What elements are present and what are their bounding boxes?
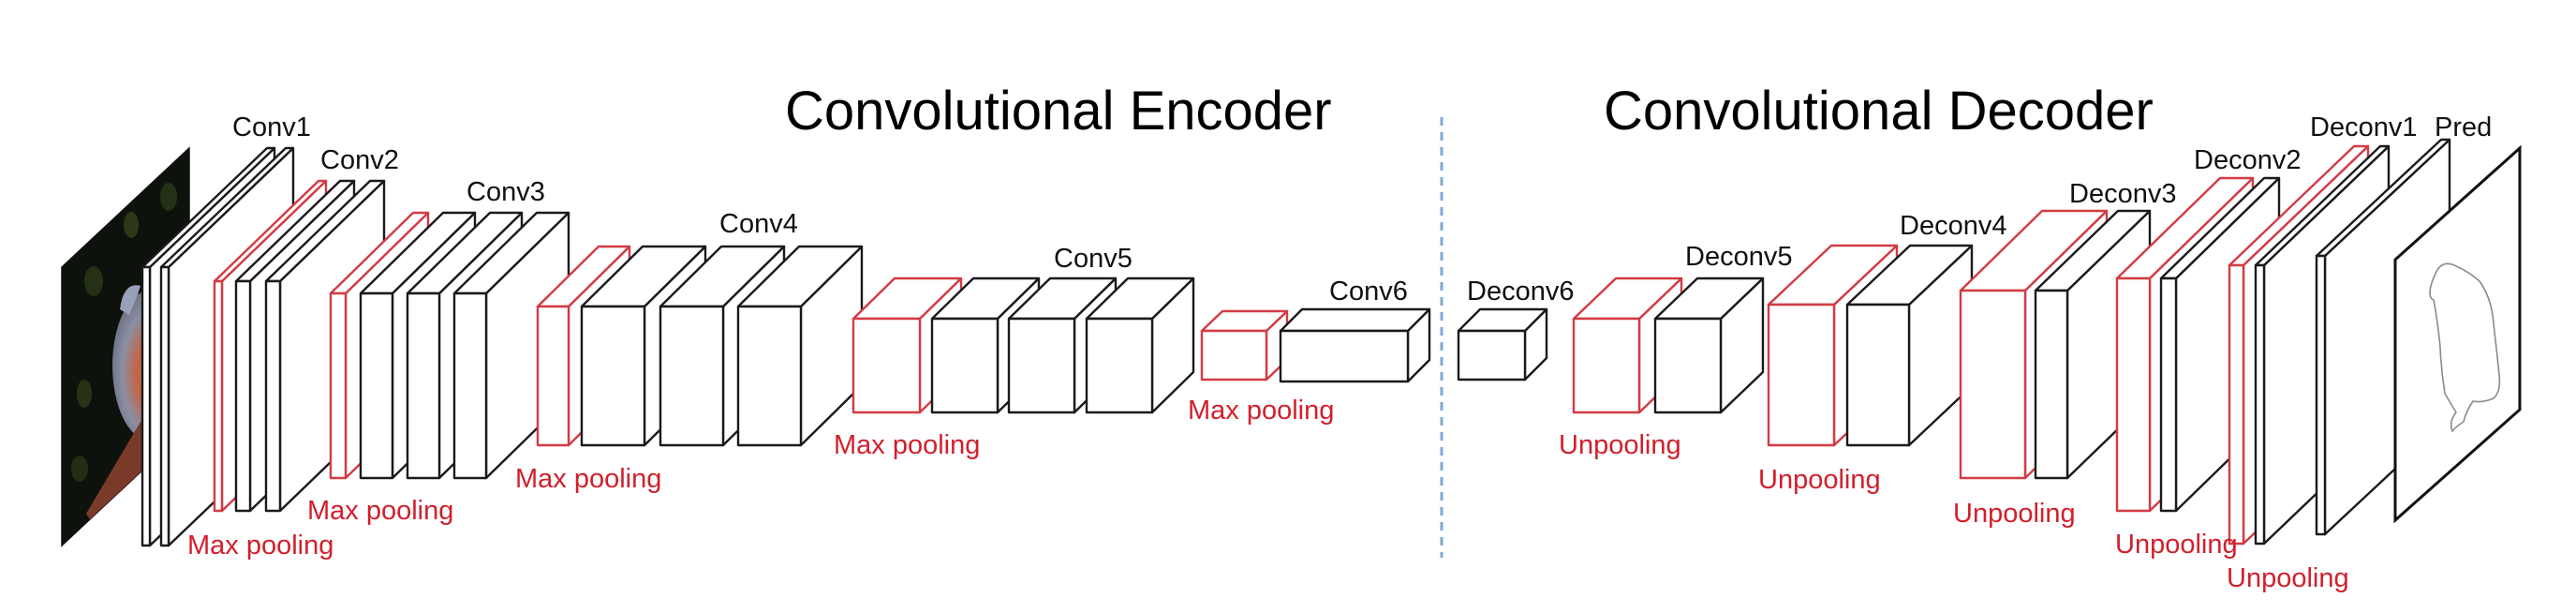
prediction-output <box>2393 144 2522 524</box>
bird-contour <box>2429 262 2501 433</box>
conv-label: Conv6 <box>1329 277 1408 306</box>
unpooling-label: Unpooling <box>1953 499 2076 529</box>
top-face <box>1279 307 1431 333</box>
front-face <box>2254 263 2266 546</box>
conv-label: Conv1 <box>232 112 311 142</box>
front-face <box>141 265 152 547</box>
conv4-layer <box>736 245 864 447</box>
deconv-label: Deconv2 <box>2194 145 2301 175</box>
deconv-label: Deconv3 <box>2069 179 2176 209</box>
front-face <box>536 305 570 447</box>
front-face <box>2228 263 2245 546</box>
unpooling-label: Unpooling <box>2115 530 2238 560</box>
max-pooling-label: Max pooling <box>1188 396 1334 426</box>
conv-label: Conv5 <box>1054 244 1133 274</box>
deconv5-layer <box>1653 277 1765 414</box>
max-pooling-label: Max pooling <box>834 430 980 460</box>
deconv4-layer <box>1845 244 1974 447</box>
unpooling-label: Unpooling <box>1758 465 1881 495</box>
front-face <box>213 279 224 513</box>
front-face <box>159 265 170 547</box>
front-face <box>851 317 922 414</box>
front-face <box>2115 277 2152 513</box>
front-face <box>1279 329 1410 383</box>
front-face <box>736 305 803 447</box>
conv5-layer <box>1085 277 1195 414</box>
front-face <box>1200 329 1268 381</box>
encoder-title: Convolutional Encoder <box>785 81 1332 142</box>
front-face <box>359 292 394 480</box>
front-face <box>1457 329 1527 381</box>
deconv6-layer <box>1457 307 1548 381</box>
front-face <box>1572 317 1641 414</box>
pred-label: Pred <box>2435 112 2492 142</box>
front-face <box>1845 303 1911 447</box>
conv-label: Conv4 <box>719 209 798 239</box>
front-face <box>580 305 646 447</box>
unpooling-label: Unpooling <box>2227 563 2349 593</box>
deconv-label: Deconv6 <box>1467 277 1574 306</box>
front-face <box>659 305 725 447</box>
decoder-title: Convolutional Decoder <box>1604 81 2154 142</box>
front-face <box>452 292 488 480</box>
front-face <box>329 292 348 480</box>
front-face <box>1959 289 2027 480</box>
front-face <box>2034 289 2069 480</box>
front-face <box>264 279 282 513</box>
unpooling-label: Unpooling <box>1559 430 1681 460</box>
front-face <box>1767 303 1836 447</box>
front-face <box>406 292 441 480</box>
conv6-layer <box>1279 307 1431 383</box>
max-pooling-label: Max pooling <box>307 496 453 526</box>
max-pooling-label: Max pooling <box>515 464 661 494</box>
front-face <box>930 317 999 414</box>
front-face <box>1085 317 1154 414</box>
deconv-label: Deconv4 <box>1900 211 2006 241</box>
front-face <box>1007 317 1076 414</box>
front-face <box>1653 317 1723 414</box>
deconv-label: Deconv1 <box>2310 112 2417 142</box>
front-face <box>2315 254 2327 536</box>
deconv-label: Deconv5 <box>1685 242 1792 272</box>
max-pooling-label: Max pooling <box>187 531 333 561</box>
conv-label: Conv3 <box>466 177 545 207</box>
front-face <box>2159 277 2178 513</box>
front-face <box>234 279 252 513</box>
conv-label: Conv2 <box>320 145 399 175</box>
conv6-pool <box>1200 309 1289 381</box>
